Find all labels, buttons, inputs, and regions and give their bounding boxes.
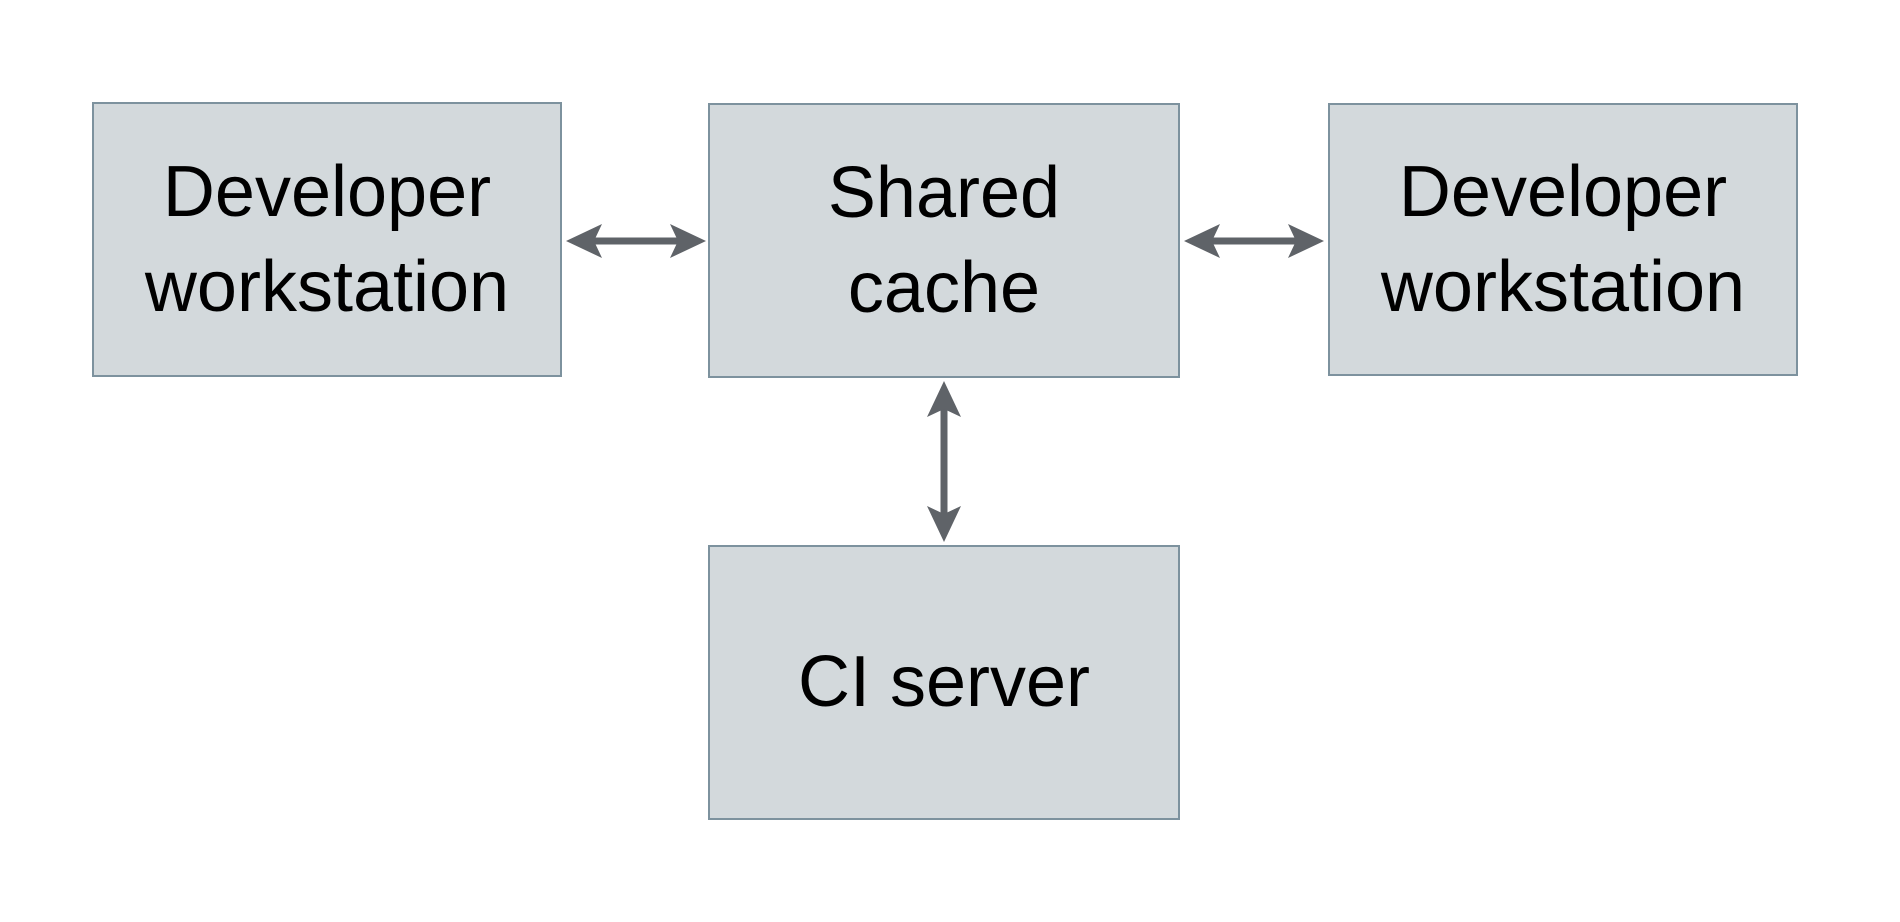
arrow-cache-ciserver-bidirectional-icon [922,381,966,542]
node-label-line: Shared [827,152,1061,233]
node-label-line: CI server [797,642,1091,722]
node-label-line: Developer [1398,151,1728,232]
node-label-line: workstation [144,246,510,327]
node-shared-cache: Shared cache [708,103,1180,378]
arrow-cache-devright-bidirectional-icon [1184,219,1324,263]
arrow-devleft-cache-bidirectional-icon [566,219,706,263]
node-developer-workstation-left: Developer workstation [92,102,562,377]
node-label-line: Developer [162,151,492,232]
node-developer-workstation-right: Developer workstation [1328,103,1798,376]
node-label-line: workstation [1380,246,1746,327]
node-ci-server: CI server [708,545,1180,820]
node-label-line: cache [847,247,1041,328]
